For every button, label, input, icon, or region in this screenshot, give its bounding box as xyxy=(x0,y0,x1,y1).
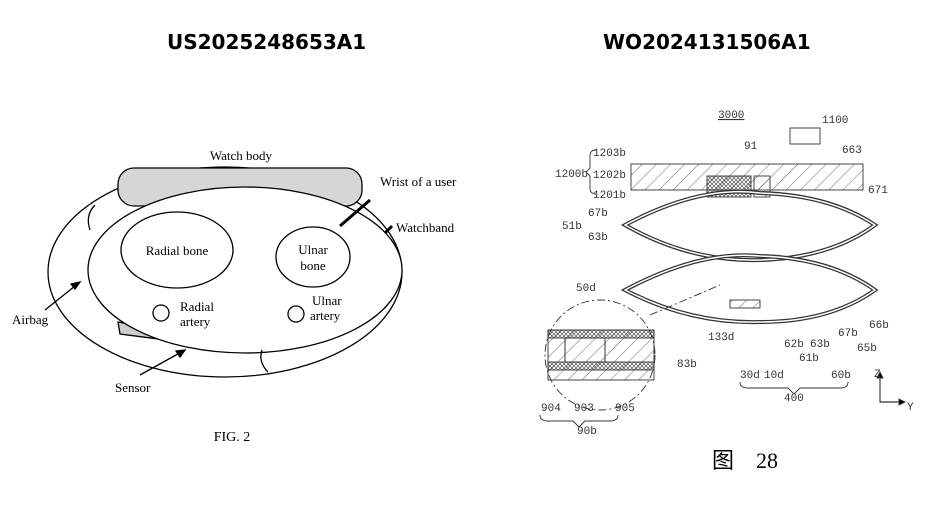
ref-67b-left: 67b xyxy=(588,208,608,220)
ref-1200b: 1200b xyxy=(555,169,588,181)
label-radial-artery-1: Radial xyxy=(180,299,214,314)
label-sensor: Sensor xyxy=(115,380,151,395)
left-patent-title: US2025248653A1 xyxy=(167,30,367,54)
label-ulnar-bone-1: Ulnar xyxy=(298,242,328,257)
ref-1201b: 1201b xyxy=(593,190,626,202)
ref-400: 400 xyxy=(784,393,804,405)
ref-63b-left: 63b xyxy=(588,232,608,244)
ref-671: 671 xyxy=(868,185,888,197)
ref-905: 905 xyxy=(615,403,635,415)
ref-1202b: 1202b xyxy=(593,170,626,182)
label-ulnar-artery-1: Ulnar xyxy=(312,293,342,308)
ref-63b: 63b xyxy=(810,339,830,351)
ref-90b: 90b xyxy=(577,426,597,438)
ref-65b: 65b xyxy=(857,343,877,355)
fig28-caption: 图 28 xyxy=(712,448,778,473)
ref-67b: 67b xyxy=(838,328,858,340)
ref-91: 91 xyxy=(744,141,758,153)
ref-62b: 62b xyxy=(784,339,804,351)
ref-1203b: 1203b xyxy=(593,148,626,160)
ref-3000: 3000 xyxy=(718,110,744,122)
ref-51b: 51b xyxy=(562,221,582,233)
ref-663: 663 xyxy=(842,145,862,157)
radial-artery-shape xyxy=(152,304,170,322)
radial-bone-shape xyxy=(120,211,234,289)
label-watchband: Watchband xyxy=(396,220,455,235)
ref-1100: 1100 xyxy=(822,115,848,127)
ref-50d: 50d xyxy=(576,283,596,295)
right-patent-title: WO2024131506A1 xyxy=(603,30,811,54)
ulnar-bone-shape xyxy=(275,226,351,288)
label-radial-bone: Radial bone xyxy=(146,243,209,258)
fig28-reference-labels: 3000 1100 91 663 671 1203b 1202b 1201b 1… xyxy=(541,110,914,438)
fig2-caption: FIG. 2 xyxy=(214,430,251,445)
ref-83b: 83b xyxy=(677,359,697,371)
label-airbag: Airbag xyxy=(12,312,49,327)
ref-903: 903 xyxy=(574,403,594,415)
ref-60b: 60b xyxy=(831,370,851,382)
ref-904: 904 xyxy=(541,403,561,415)
label-ulnar-artery-2: artery xyxy=(310,308,341,323)
ref-133d: 133d xyxy=(708,332,734,344)
label-ulnar-bone-2: bone xyxy=(300,258,326,273)
fig28-airbag-section xyxy=(539,127,907,428)
ulnar-artery-shape xyxy=(287,305,305,323)
axis-z-label: Z xyxy=(874,369,881,381)
label-watch-body: Watch body xyxy=(210,148,273,163)
ref-10d: 10d xyxy=(764,370,784,382)
ref-30d: 30d xyxy=(740,370,760,382)
label-radial-artery-2: artery xyxy=(180,314,211,329)
ref-61b: 61b xyxy=(799,353,819,365)
ref-66b: 66b xyxy=(869,320,889,332)
label-wrist: Wrist of a user xyxy=(380,174,457,189)
fig2-wrist-diagram xyxy=(44,166,403,378)
axis-y-label: Y xyxy=(907,402,914,414)
